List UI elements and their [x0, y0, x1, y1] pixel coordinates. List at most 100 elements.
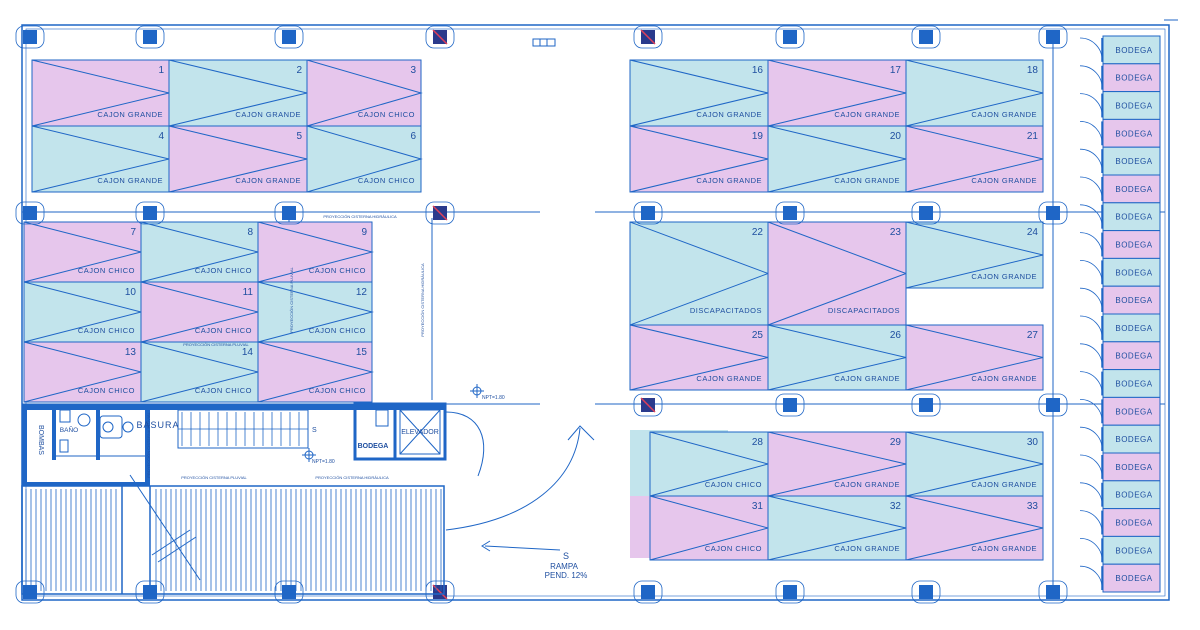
storage-unit-label: BODEGA: [1115, 352, 1152, 361]
column-ring: [1038, 580, 1068, 604]
space-outline: [168, 125, 308, 193]
column-ring: [425, 580, 455, 604]
space-number: 20: [890, 131, 902, 142]
space-number: 8: [247, 227, 253, 238]
cistern-hatch-area: [21, 474, 445, 595]
space-number: 29: [890, 437, 902, 448]
column-ring: [775, 393, 805, 417]
column-ring: [274, 580, 304, 604]
storage-unit-label: BODEGA: [1115, 574, 1152, 583]
column-mark: [432, 29, 448, 45]
ramp: [445, 38, 595, 552]
storage-unit-box: [1102, 257, 1161, 287]
space-outline: [649, 495, 769, 561]
space-number: 26: [890, 330, 902, 341]
space-number: 4: [158, 131, 164, 142]
storage-unit-box: [1102, 35, 1161, 65]
space-number: 13: [125, 347, 137, 358]
column-core: [143, 206, 157, 220]
space-number: 11: [243, 287, 254, 298]
column: [274, 580, 304, 604]
column-ring: [425, 25, 455, 49]
space-label: CAJON CHICO: [195, 326, 252, 335]
space-number: 15: [356, 347, 368, 358]
column-ring: [135, 201, 165, 225]
space-label: CAJON GRANDE: [971, 110, 1037, 119]
storage-unit: BODEGA: [1079, 313, 1161, 343]
storage-unit-label: BODEGA: [1115, 491, 1152, 500]
column-core: [783, 30, 797, 44]
cistern-pluvial-vertical: PROYECCIÓN CISTERNA PLUVIAL: [289, 266, 294, 332]
column-ring: [1038, 393, 1068, 417]
storage-unit: BODEGA: [1079, 118, 1161, 148]
space-outline: [905, 495, 1044, 561]
column-ring: [425, 201, 455, 225]
bombas-label: BOMBAS: [37, 425, 44, 455]
column: [1038, 580, 1068, 604]
space-label: CAJON GRANDE: [696, 110, 762, 119]
column-core: [23, 30, 37, 44]
space-label: CAJON CHICO: [78, 326, 135, 335]
column-core: [143, 30, 157, 44]
space-label: CAJON CHICO: [358, 176, 415, 185]
column: [1038, 201, 1068, 225]
space-number: 3: [410, 65, 416, 76]
level-marks: [302, 384, 484, 462]
column-core: [783, 206, 797, 220]
column-ring: [274, 25, 304, 49]
space-number: 31: [752, 501, 764, 512]
column-ring: [1038, 201, 1068, 225]
space-outline: [306, 125, 422, 193]
column-core: [919, 585, 933, 599]
storage-unit-label: BODEGA: [1115, 324, 1152, 333]
column: [425, 25, 455, 49]
storage-unit-box: [1102, 63, 1161, 93]
space-label: CAJON GRANDE: [834, 176, 900, 185]
space-number: 9: [361, 227, 367, 238]
storage-unit: BODEGA: [1079, 146, 1161, 176]
space-outline: [23, 281, 142, 343]
space-outline: [140, 221, 259, 283]
column: [1038, 393, 1068, 417]
space-number: 25: [752, 330, 764, 341]
service-block: [22, 402, 485, 486]
space-label: CAJON GRANDE: [696, 374, 762, 383]
ramp-direction: S: [563, 551, 569, 561]
column: [775, 201, 805, 225]
column-core: [23, 585, 37, 599]
column: [274, 25, 304, 49]
column: [633, 393, 663, 417]
space-outline: [767, 221, 907, 326]
storage-unit: BODEGA: [1079, 63, 1161, 93]
space-outline: [140, 281, 259, 343]
storage-unit-label: BODEGA: [1115, 435, 1152, 444]
column-ring: [633, 201, 663, 225]
cistern-pluvial-bottom: PROYECCIÓN CISTERNA PLUVIAL: [181, 475, 247, 480]
storage-unit-box: [1102, 146, 1161, 176]
space-arrow: [306, 59, 423, 127]
space-outline: [629, 125, 769, 193]
cistern-pluvial-vertical-2: PROYECCIÓN CISTERNA PLUVIAL: [146, 411, 151, 477]
column-ring: [775, 201, 805, 225]
space-number: 18: [1027, 65, 1039, 76]
cistern-pluvial-mid: PROYECCIÓN CISTERNA PLUVIAL: [183, 342, 249, 347]
space-arrow: [257, 221, 374, 283]
column-ring: [633, 393, 663, 417]
space-label: CAJON CHICO: [358, 110, 415, 119]
storage-unit: BODEGA: [1079, 480, 1161, 510]
column: [274, 201, 304, 225]
column-mark: [640, 397, 656, 413]
column-ring: [274, 201, 304, 225]
space-number: 14: [242, 347, 254, 358]
space-arrow: [905, 324, 1044, 391]
space-label: CAJON CHICO: [78, 386, 135, 395]
